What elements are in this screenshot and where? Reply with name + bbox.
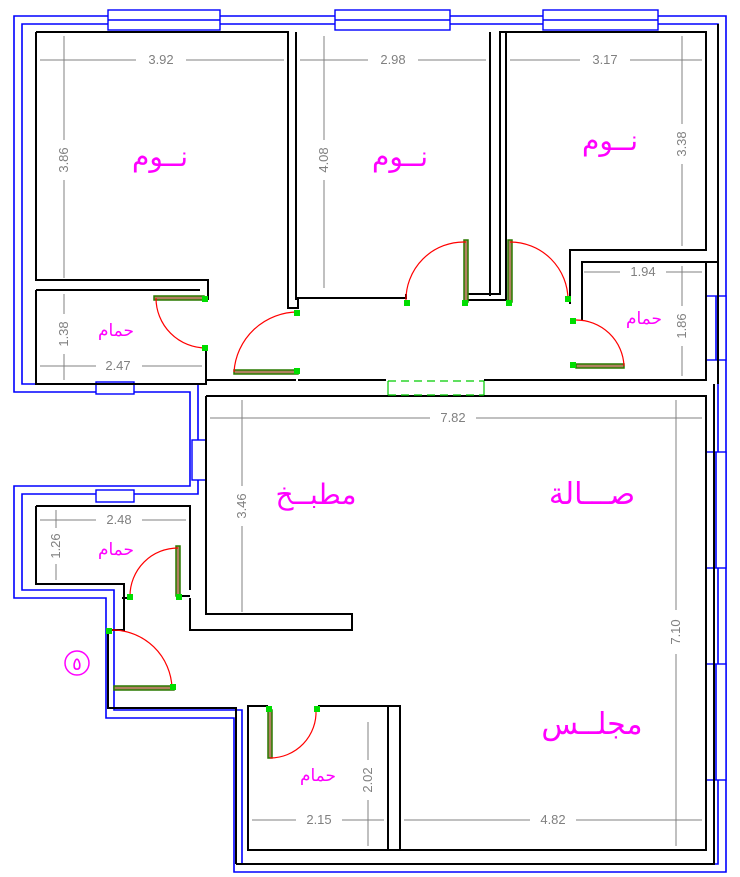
door-bath-small [127, 545, 182, 600]
label-bedroom-2: نــوم [372, 140, 428, 173]
door-bath-right [570, 318, 625, 369]
dim-bath-bottom-height: 2.02 [360, 767, 375, 792]
label-hall: صـــالة [549, 477, 635, 512]
door-bed3 [506, 239, 571, 306]
window-kitchen [191, 439, 207, 481]
label-bedroom-3: نــوم [582, 124, 638, 157]
dim-bath-right-height: 1.86 [674, 313, 689, 338]
marker-number: ٥ [72, 654, 82, 675]
walls [35, 24, 719, 865]
dimension-labels: 3.92 3.86 2.98 4.08 3.17 3.38 1.38 2.47 … [48, 51, 690, 828]
dim-bed1-height: 3.86 [56, 147, 71, 172]
dim-bath-right-width: 1.94 [630, 264, 655, 279]
label-bath-left: حمام [98, 321, 134, 341]
dim-bed2-width: 2.98 [380, 52, 405, 67]
dim-bed1-width: 3.92 [148, 52, 173, 67]
dim-bath-left-width: 2.47 [105, 358, 130, 373]
label-kitchen: مطبــخ [276, 478, 357, 511]
dim-hall-width: 7.82 [440, 410, 465, 425]
dashed-opening [387, 380, 485, 396]
dim-bed3-width: 3.17 [592, 52, 617, 67]
dim-bed2-height: 4.08 [316, 147, 331, 172]
window-bath-small [95, 489, 135, 503]
door-bath-bottom [266, 706, 320, 759]
dim-bath-left-height: 1.38 [56, 321, 71, 346]
dim-bath-bottom-width: 2.15 [306, 812, 331, 827]
door-bed1 [233, 310, 300, 375]
dim-overall-height: 7.10 [668, 619, 683, 644]
door-entrance [106, 628, 176, 691]
entrance-marker: ٥ [64, 650, 90, 676]
dim-majlis-width: 4.82 [540, 812, 565, 827]
label-bath-right: حمام [626, 309, 662, 329]
outer-boundary [13, 15, 727, 873]
label-bath-small: حمام [98, 540, 134, 560]
door-bath-left [153, 295, 208, 351]
label-bath-bottom: حمام [300, 766, 336, 786]
dim-bath-small-width: 2.48 [106, 512, 131, 527]
room-labels: نــوم نــوم نــوم حمام حمام حمام حمام مط… [98, 124, 662, 786]
dim-kitchen-height: 3.46 [234, 493, 249, 518]
door-bed2 [404, 239, 469, 306]
label-bedroom-1: نــوم [132, 140, 188, 173]
dim-bed3-height: 3.38 [674, 131, 689, 156]
label-majlis: مجلــس [541, 707, 642, 742]
dim-bath-small-height: 1.26 [48, 533, 63, 558]
